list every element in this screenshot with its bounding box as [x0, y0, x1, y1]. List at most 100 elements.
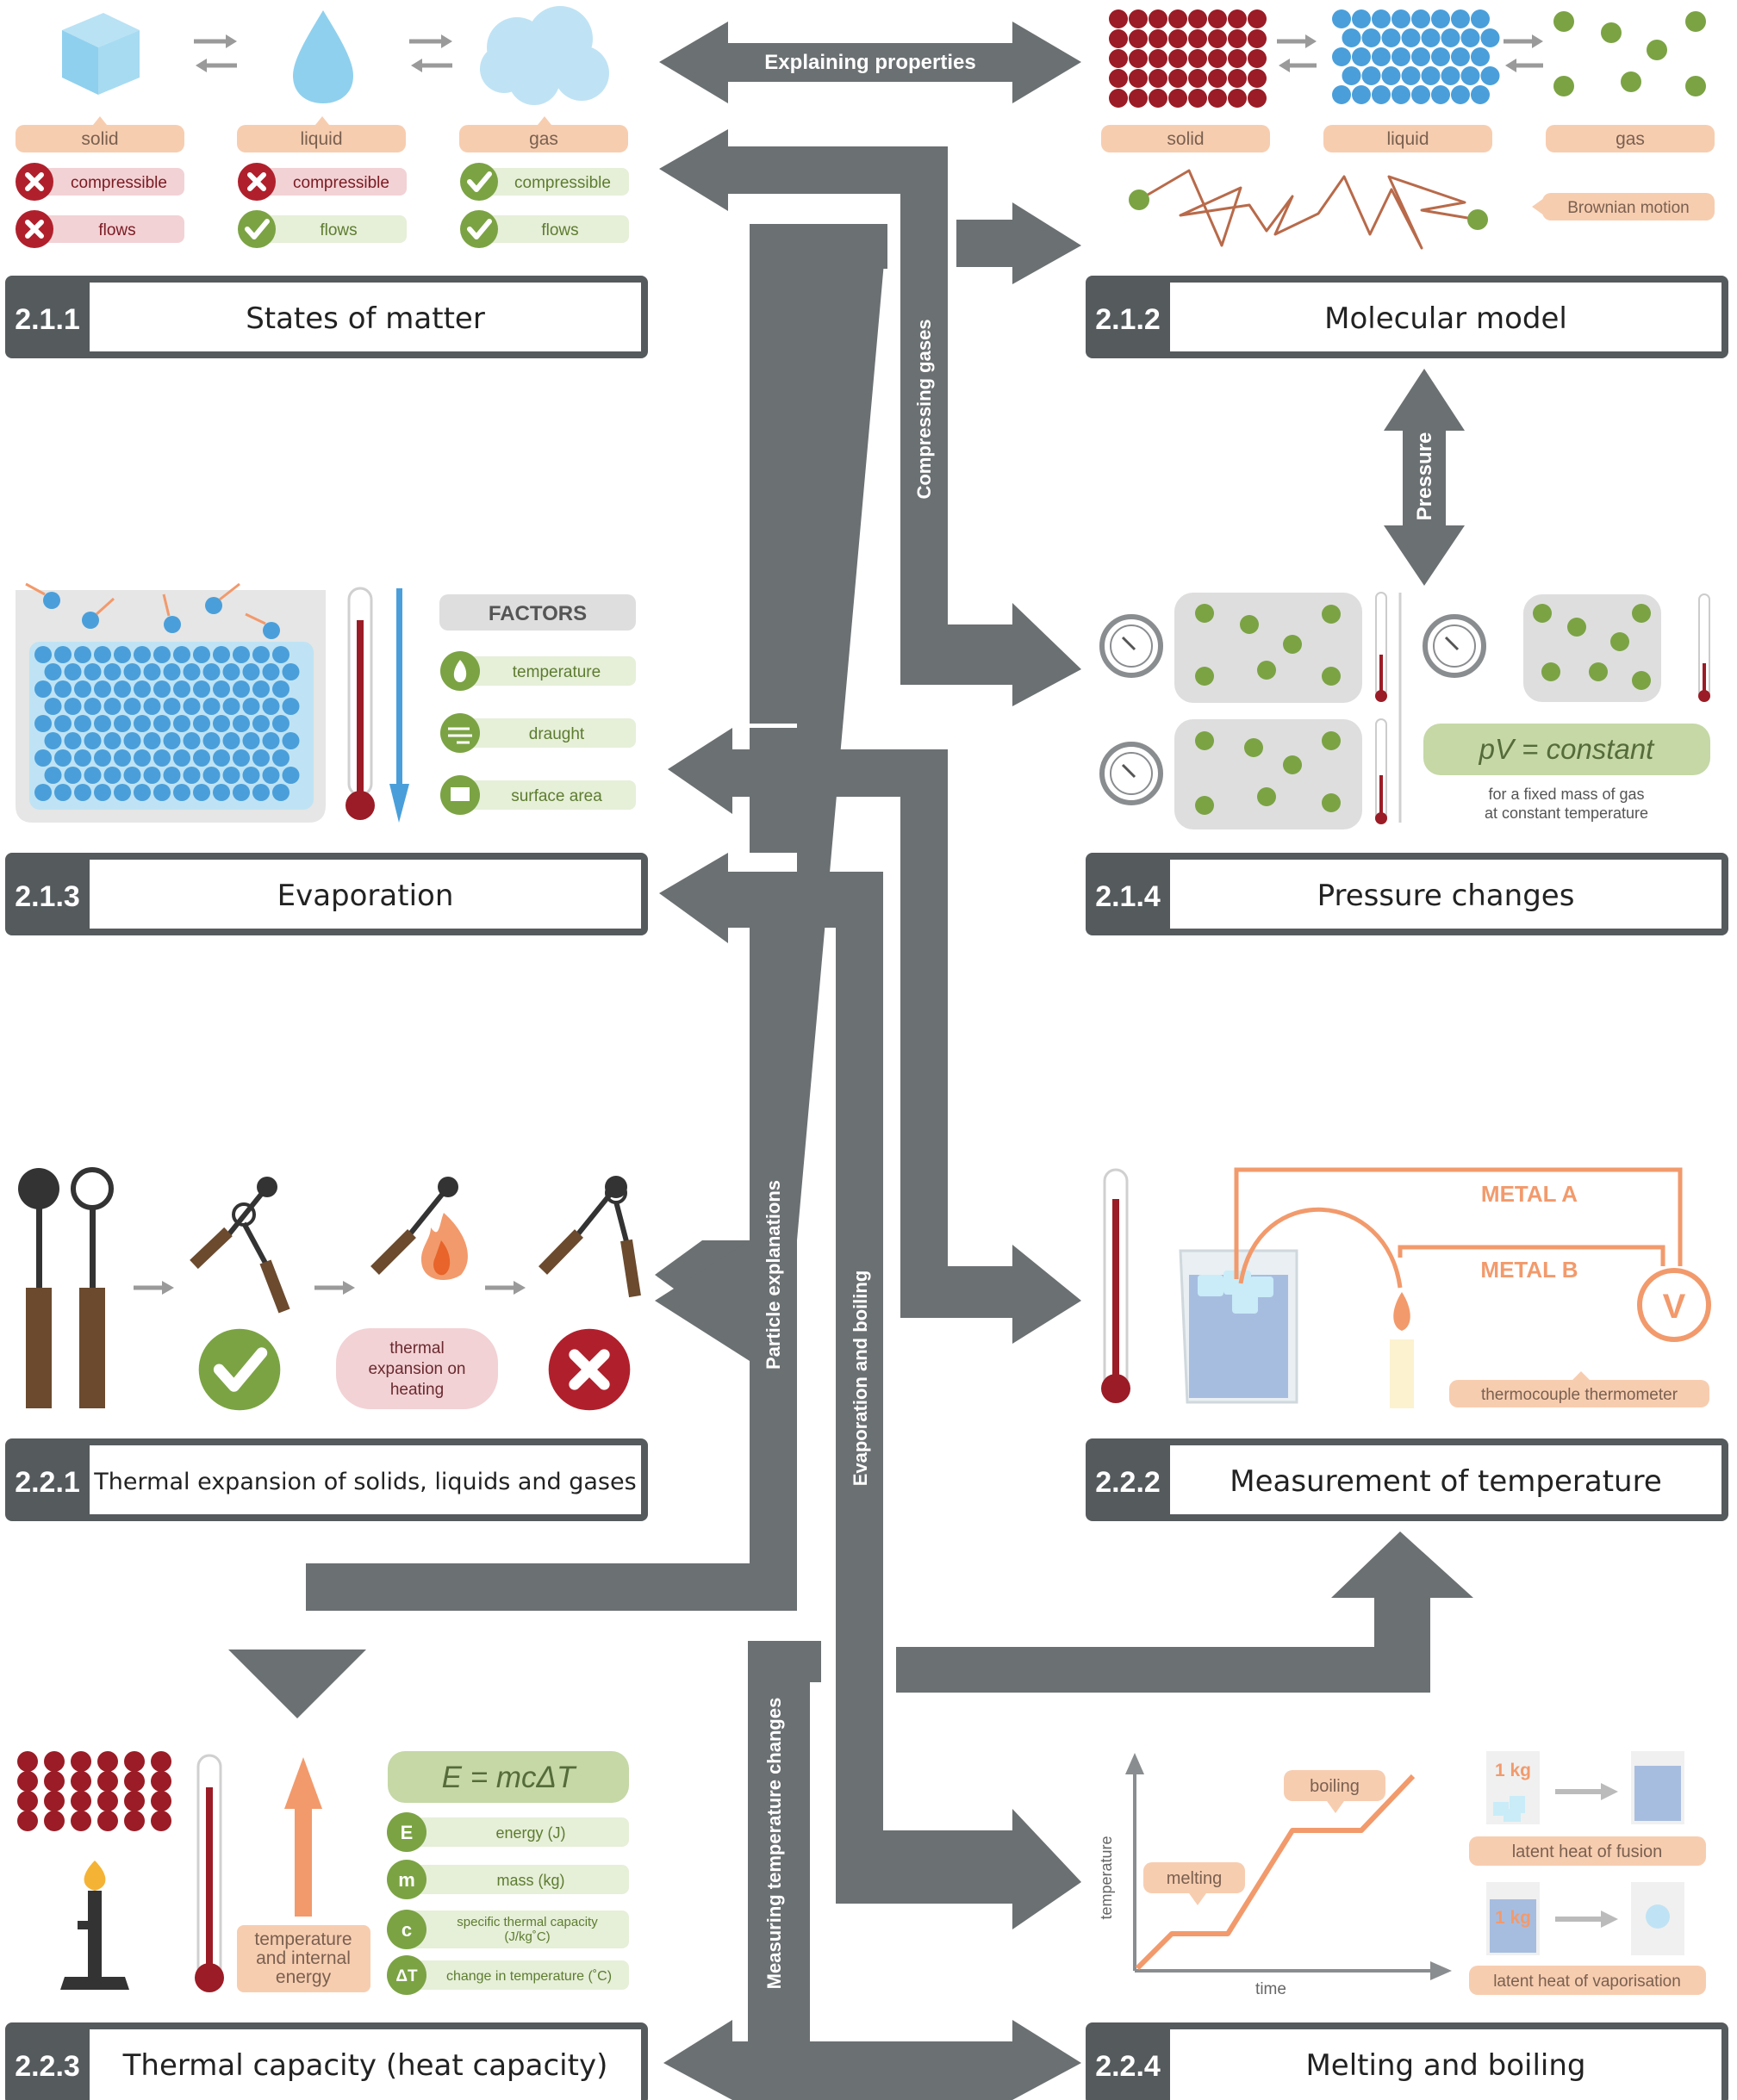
particle: [153, 646, 171, 663]
particle: [1188, 29, 1207, 48]
particle: [272, 784, 290, 801]
section-2-2-2[interactable]: 2.2.2 Measurement of temperature: [1086, 1438, 1728, 1521]
particle: [134, 784, 151, 801]
particle: [1228, 9, 1247, 28]
particle: [114, 680, 131, 698]
symbol-c: c: [402, 1919, 412, 1941]
states-of-matter-illustration: solid liquid gas compressible flows comp…: [16, 6, 629, 248]
particle: [1208, 29, 1227, 48]
particle: [153, 715, 171, 732]
svg-text:expansion on: expansion on: [368, 1360, 465, 1378]
particle: [252, 715, 270, 732]
particle: [222, 767, 240, 784]
particle: [103, 767, 121, 784]
particle: [1109, 89, 1128, 108]
particle: [151, 1811, 171, 1831]
particle: [193, 715, 210, 732]
section-2-1-3[interactable]: 2.1.3 Evaporation: [5, 853, 648, 935]
surface-icon: [451, 787, 470, 801]
section-2-2-1[interactable]: 2.2.1 Thermal expansion of solids, liqui…: [5, 1438, 648, 1521]
section-number: 2.2.2: [1095, 1466, 1161, 1499]
compressible-label: compressible: [514, 174, 611, 192]
svg-text:heating: heating: [390, 1381, 444, 1399]
section-title: Molecular model: [1324, 301, 1567, 336]
particle: [1411, 9, 1430, 28]
pressure-note-2: at constant temperature: [1485, 805, 1648, 822]
cloud-icon: [480, 6, 609, 105]
particle: [163, 698, 181, 715]
particle: [124, 1811, 145, 1831]
particle: [1188, 9, 1207, 28]
explaining-properties-arrow: [659, 22, 1081, 103]
svg-text:temperature: temperature: [254, 1929, 352, 1949]
particle: [1188, 69, 1207, 88]
particle: [1208, 49, 1227, 68]
particle: [1332, 85, 1351, 104]
section-2-1-2[interactable]: 2.1.2 Molecular model: [1086, 276, 1728, 358]
particle: [252, 680, 270, 698]
particle: [1480, 28, 1500, 47]
label-energy: energy (J): [495, 1824, 565, 1842]
particle: [222, 698, 240, 715]
particle: [1342, 28, 1361, 47]
particle: [1352, 9, 1371, 28]
equation-box: [1423, 724, 1710, 775]
particle: [1411, 85, 1430, 104]
particle: [193, 784, 210, 801]
melting-boiling-illustration: temperature time melting boiling 1 kg: [1098, 1751, 1706, 1998]
particle: [1248, 49, 1267, 68]
section-2-2-3[interactable]: 2.2.3 Thermal capacity (heat capacity): [5, 2022, 648, 2100]
pressure-equation: pV = constant: [1479, 733, 1656, 765]
particle: [94, 749, 111, 767]
particle: [17, 1811, 38, 1831]
cross-icon: [549, 1329, 631, 1411]
particle: [143, 698, 161, 715]
section-number: 2.2.1: [15, 1466, 80, 1499]
section-2-1-4[interactable]: 2.1.4 Pressure changes: [1086, 853, 1728, 935]
equation-box: [388, 1751, 629, 1803]
particle: [1352, 85, 1371, 104]
symbol-m: m: [398, 1869, 415, 1891]
section-2-1-1[interactable]: 2.1.1 States of matter: [5, 276, 648, 358]
exchange-arrows-icon: [1504, 34, 1543, 72]
tick-icon: [238, 210, 276, 248]
ball-through-ring-icon: [190, 1177, 290, 1314]
particle: [44, 1811, 65, 1831]
state-label-gas: gas: [459, 116, 628, 152]
particle: [1248, 29, 1267, 48]
particle: [1149, 89, 1167, 108]
svg-text:thermocouple thermometer: thermocouple thermometer: [1481, 1386, 1678, 1404]
particle: [1168, 69, 1187, 88]
particle: [134, 715, 151, 732]
arrow-right-icon: [314, 1281, 355, 1295]
heating-curve: [1135, 1774, 1416, 1971]
factors-heading: FACTORS: [489, 602, 587, 625]
metal-a-label: METAL A: [1481, 1181, 1578, 1207]
svg-text:Brownian motion: Brownian motion: [1567, 199, 1690, 217]
particle: [1332, 47, 1351, 66]
gas-container: [1174, 719, 1362, 829]
particle: [94, 680, 111, 698]
particle: [74, 784, 91, 801]
label-change-in-temperature: change in temperature (˚C): [446, 1969, 612, 1984]
bottom-double-arrow: [663, 2020, 1081, 2100]
particle: [1460, 66, 1480, 85]
mass-label: 1 kg: [1495, 1908, 1531, 1928]
particle: [1391, 9, 1410, 28]
particle: [44, 1791, 65, 1811]
tick-icon: [199, 1329, 281, 1411]
particle: [84, 698, 102, 715]
particle: [1471, 85, 1490, 104]
section-title: Thermal capacity (heat capacity): [122, 2048, 608, 2083]
evaporation-and-boiling-arrow: [659, 853, 1081, 1929]
compressing-gases-arrow: [659, 129, 1081, 706]
particle: [1342, 66, 1361, 85]
compressible-label: compressible: [71, 174, 167, 192]
particle: [213, 784, 230, 801]
section-2-2-4[interactable]: 2.2.4 Melting and boiling: [1086, 2022, 1728, 2100]
section-number: 2.1.3: [15, 880, 80, 913]
particle: [71, 1751, 91, 1772]
section-title: Pressure changes: [1317, 879, 1575, 913]
melting-label: melting: [1143, 1862, 1245, 1905]
